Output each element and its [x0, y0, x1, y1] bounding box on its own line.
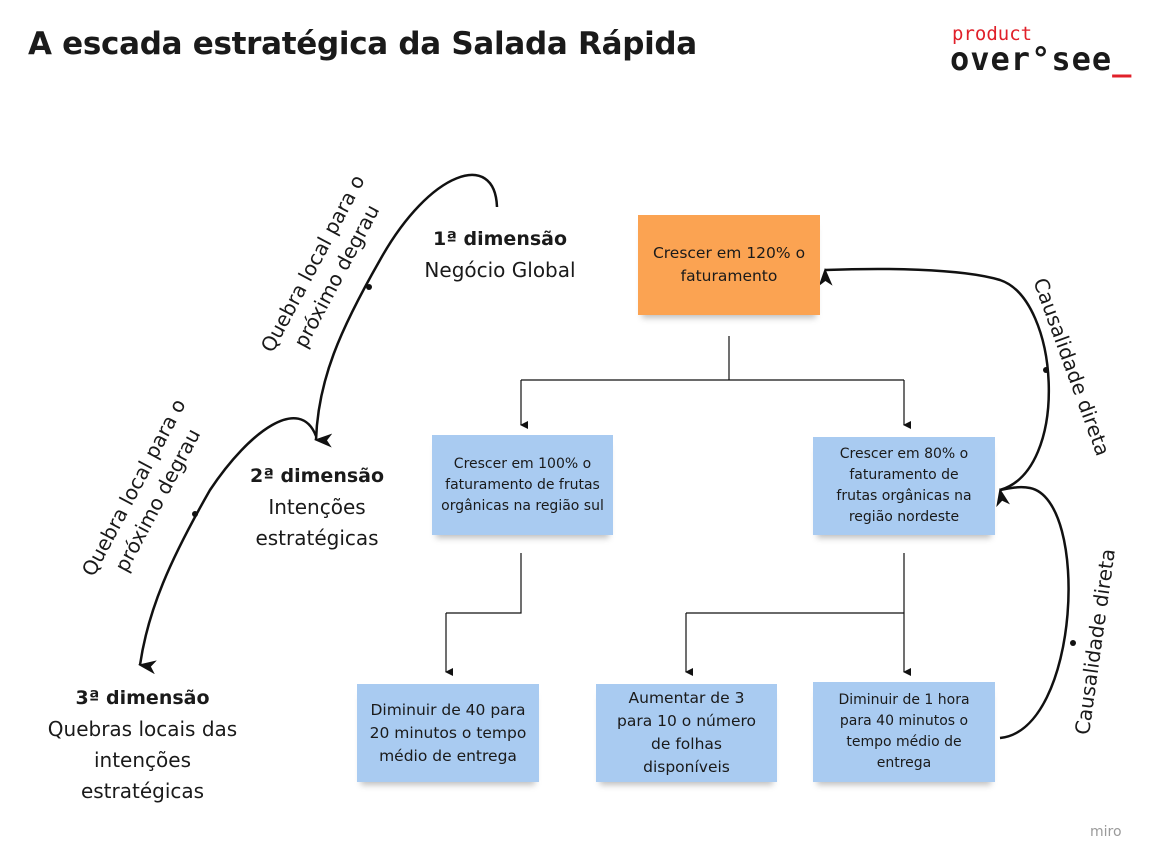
- dimension-title: 2ª dimensão: [249, 465, 385, 487]
- connector-global: [521, 336, 904, 381]
- dimension-subtitle: Quebras locais das: [47, 717, 238, 741]
- dimension-1-label: 1ª dimensão Negócio Global: [405, 224, 595, 286]
- note-delivery-northeast[interactable]: Diminuir de 1 hora para 40 minutos o tem…: [813, 682, 995, 782]
- logo-underscore: _: [1112, 40, 1133, 78]
- breakdown-curve-2: [138, 417, 318, 675]
- breakdown-curve-1: [314, 173, 499, 448]
- note-global-goal[interactable]: Crescer em 120% o faturamento: [638, 215, 820, 315]
- note-leaves[interactable]: Aumentar de 3 para 10 o número de folhas…: [596, 684, 777, 782]
- causality-curve-2: [996, 485, 1070, 740]
- connector-south: [446, 553, 522, 614]
- miro-watermark: miro: [1090, 824, 1122, 840]
- product-oversee-logo: product over°see_: [950, 23, 1132, 75]
- dimension-subtitle: Intenções: [268, 495, 366, 519]
- logo-bottom-text: over°see: [950, 40, 1113, 78]
- note-northeast-intention[interactable]: Crescer em 80% o faturamento de frutas o…: [813, 437, 995, 535]
- logo-top-text: product: [952, 23, 1033, 45]
- note-south-intention[interactable]: Crescer em 100% o faturamento de frutas …: [432, 435, 613, 535]
- dimension-title: 3ª dimensão: [75, 687, 210, 709]
- dimension-subtitle: estratégicas: [80, 779, 205, 803]
- dimension-subtitle: intenções: [93, 748, 191, 772]
- connector-northeast: [686, 553, 905, 614]
- dimension-2-label: 2ª dimensão Intenções estratégicas: [222, 461, 412, 554]
- dimension-title: 1ª dimensão: [432, 228, 568, 250]
- dimension-subtitle: Negócio Global: [424, 258, 576, 282]
- note-delivery-south[interactable]: Diminuir de 40 para 20 minutos o tempo m…: [357, 684, 539, 782]
- dimension-subtitle: estratégicas: [255, 526, 379, 550]
- page-title: A escada estratégica da Salada Rápida: [28, 26, 697, 62]
- causality-curve-1: [818, 267, 1050, 492]
- dimension-3-label: 3ª dimensão Quebras locais das intenções…: [30, 683, 255, 807]
